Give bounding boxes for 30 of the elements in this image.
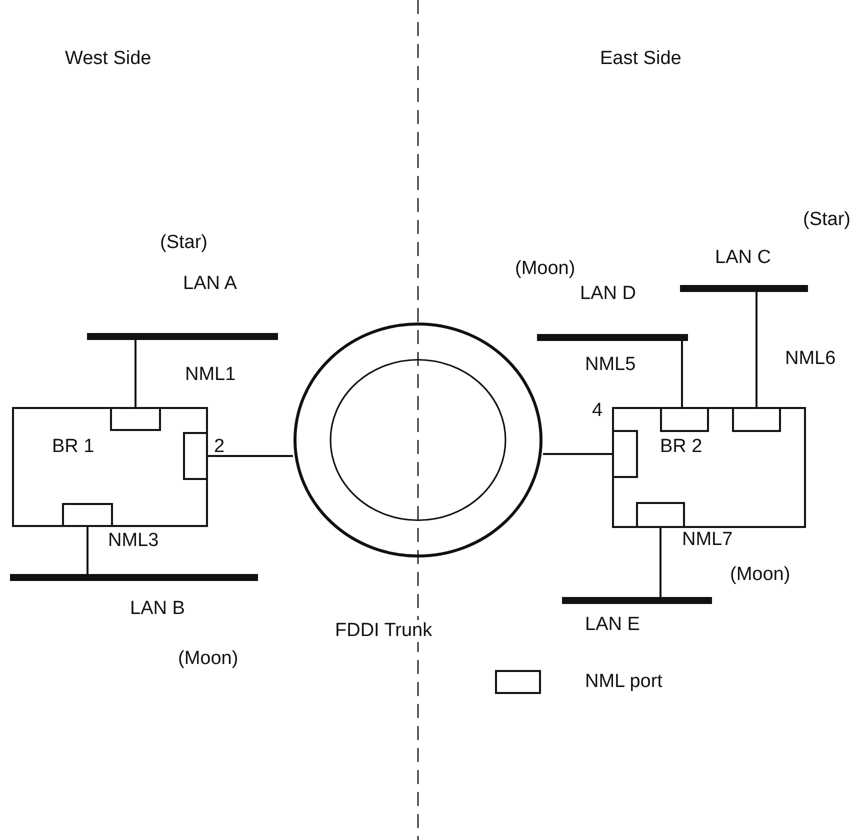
link-line bbox=[543, 453, 612, 455]
port-box bbox=[660, 407, 709, 432]
legend-label: NML port bbox=[585, 671, 662, 693]
link-line bbox=[756, 292, 758, 407]
bridge-label: BR 1 bbox=[52, 436, 94, 458]
lan-label: LAN E bbox=[585, 614, 640, 636]
ring-label: FDDI Trunk bbox=[335, 620, 432, 642]
port-number: 4 bbox=[592, 400, 603, 422]
lan-label: LAN A bbox=[183, 273, 237, 295]
topology-note: (Star) bbox=[803, 209, 850, 231]
port-number: 2 bbox=[214, 436, 225, 458]
lan-label: LAN C bbox=[715, 247, 771, 269]
link-line bbox=[660, 528, 662, 597]
topology-note: (Moon) bbox=[178, 648, 238, 670]
link-line bbox=[86, 527, 88, 574]
port-box bbox=[110, 407, 161, 431]
topology-note: (Star) bbox=[160, 232, 208, 254]
topology-note: (Moon) bbox=[515, 258, 576, 280]
topology-note: (Moon) bbox=[730, 564, 790, 586]
lan-label: LAN D bbox=[580, 283, 636, 305]
lan-label: LAN B bbox=[130, 598, 185, 620]
port-box bbox=[62, 503, 113, 527]
side-heading: East Side bbox=[600, 48, 682, 70]
bridge-label: BR 2 bbox=[660, 436, 702, 458]
side-heading: West Side bbox=[65, 48, 152, 70]
port-box bbox=[636, 502, 685, 528]
port-box bbox=[732, 407, 781, 432]
link-line bbox=[681, 341, 683, 407]
link-line bbox=[134, 340, 136, 407]
link-line bbox=[208, 455, 293, 457]
